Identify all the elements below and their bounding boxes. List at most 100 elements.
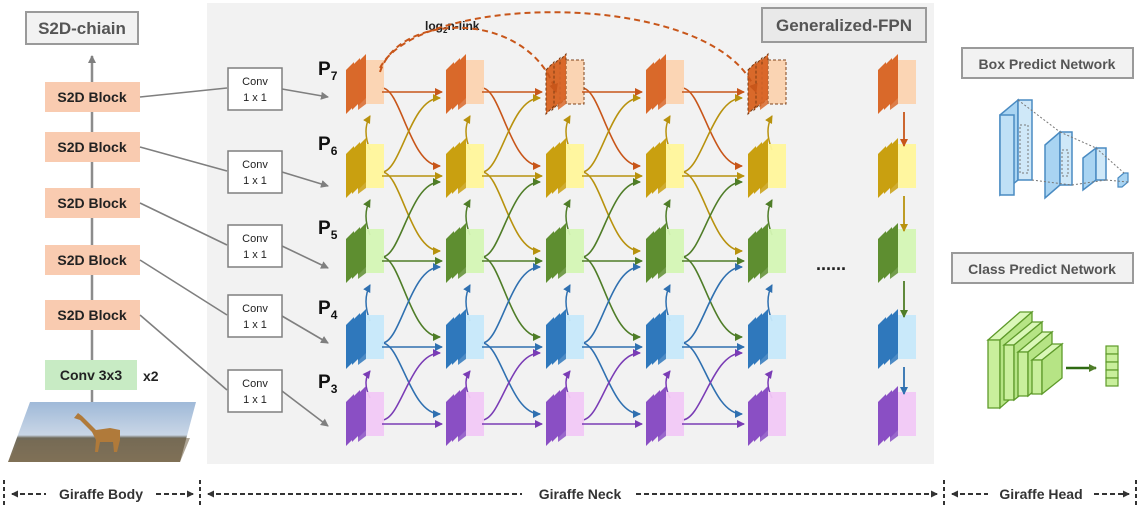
- s2d-block: S2D Block: [45, 245, 140, 275]
- conv-to-level-arrow: [281, 315, 329, 344]
- s2d-block: S2D Block: [45, 82, 140, 112]
- svg-text:Conv: Conv: [242, 233, 268, 245]
- cross-scale-arrow: [581, 87, 641, 170]
- cross-scale-arrow: [681, 87, 743, 170]
- svg-text:S2D Block: S2D Block: [57, 195, 126, 211]
- cross-scale-arrow: [681, 349, 743, 421]
- svg-text:S2D Block: S2D Block: [57, 307, 126, 323]
- feature-node-p3: [646, 386, 684, 446]
- svg-text:Conv: Conv: [242, 76, 268, 88]
- cross-scale-arrow: [581, 171, 641, 255]
- feature-node-p5: [878, 223, 916, 283]
- generalized-fpn-title: Generalized-FPN: [776, 16, 912, 35]
- feature-node-p5: [748, 223, 786, 283]
- box-predict-title-box: [961, 47, 1134, 79]
- box-predict-network-icon: [999, 98, 1129, 200]
- feature-node-p4: [446, 309, 484, 369]
- feature-node-p5: [646, 223, 684, 283]
- cross-scale-arrow: [581, 342, 641, 418]
- conv-to-level-arrow: [281, 390, 329, 427]
- conv1x1-box: Conv 1 x 1: [227, 67, 283, 111]
- feature-node-p6: [546, 138, 584, 198]
- giraffe-body-label: Giraffe Body: [59, 486, 143, 502]
- cross-scale-arrow: [581, 349, 641, 421]
- level-label-p5: P5: [318, 218, 338, 242]
- feature-node-p4: [346, 309, 384, 369]
- svg-text:1 x 1: 1 x 1: [243, 249, 267, 261]
- body-to-conv-arrow: [139, 146, 228, 172]
- cross-scale-arrow: [381, 263, 441, 344]
- cross-scale-arrow: [681, 342, 743, 418]
- class-predict-title-box: [951, 252, 1134, 284]
- cross-scale-arrow: [581, 263, 641, 344]
- svg-text:S2D Block: S2D Block: [57, 89, 126, 105]
- conv-to-level-arrow: [281, 245, 329, 269]
- feature-node-p5: [346, 223, 384, 283]
- input-giraffe-photo: [8, 402, 196, 462]
- feature-node-p6: [646, 138, 684, 198]
- conv1x1-box: Conv 1 x 1: [227, 294, 283, 338]
- body-to-conv-arrow: [139, 87, 228, 98]
- cross-scale-arrow: [381, 342, 441, 418]
- same-scale-connections: [382, 88, 908, 428]
- generalized-fpn-title-box: [761, 7, 927, 43]
- class-predict-network-icon: [986, 310, 1119, 410]
- cross-scale-arrow: [481, 342, 541, 418]
- stem-repeat-label: x2: [143, 368, 159, 384]
- conv3x3-stem-block: Conv 3x3: [45, 360, 137, 390]
- svg-text:S2D Block: S2D Block: [57, 139, 126, 155]
- feature-node-p5: [446, 223, 484, 283]
- giraffe-head-section: Box Predict Network Class Predict Networ…: [951, 47, 1134, 410]
- feature-node-p7: [747, 52, 787, 116]
- svg-text:Conv: Conv: [242, 378, 268, 390]
- feature-node-p3: [446, 386, 484, 446]
- level-label-p4: P4: [318, 298, 338, 322]
- cross-scale-arrow: [681, 171, 743, 255]
- feature-node-p7: [878, 54, 916, 114]
- cross-scale-arrow: [481, 349, 541, 421]
- cross-scale-arrow: [381, 94, 441, 173]
- feature-node-p4: [646, 309, 684, 369]
- cross-scale-arrow: [381, 178, 441, 258]
- cross-scale-arrow: [681, 178, 743, 258]
- footer-section-labels: Giraffe Body Giraffe Neck Giraffe Head: [3, 480, 1137, 508]
- giraffe-neck-label: Giraffe Neck: [539, 486, 622, 502]
- svg-text:1 x 1: 1 x 1: [243, 175, 267, 187]
- cross-scale-arrow: [481, 256, 541, 341]
- feature-node-p6: [878, 138, 916, 198]
- class-predict-title: Class Predict Network: [968, 261, 1116, 277]
- cross-scale-arrow: [481, 178, 541, 258]
- level-label-p3: P3: [318, 372, 338, 396]
- cross-scale-arrow: [581, 94, 641, 173]
- box-predict-title: Box Predict Network: [979, 56, 1116, 72]
- cross-scale-arrow: [681, 94, 743, 173]
- s2d-block: S2D Block: [45, 132, 140, 162]
- cross-scale-arrow: [481, 171, 541, 255]
- feature-node-p6: [748, 138, 786, 198]
- conv-to-level-arrow: [281, 171, 329, 188]
- body-to-conv-arrow: [139, 259, 228, 316]
- cross-scale-arrow: [381, 349, 441, 421]
- s2d-block: S2D Block: [45, 300, 140, 330]
- level-label-p6: P6: [318, 134, 338, 158]
- conv1x1-box: Conv 1 x 1: [227, 224, 283, 268]
- ellipsis-label: ......: [816, 254, 846, 274]
- svg-text:Conv 3x3: Conv 3x3: [60, 367, 122, 383]
- cross-scale-arrow: [381, 87, 441, 170]
- body-to-conv-arrow: [139, 314, 228, 391]
- giraffe-head-label: Giraffe Head: [999, 486, 1082, 502]
- feature-node-p7: [646, 54, 684, 114]
- cross-scale-arrow: [681, 256, 743, 341]
- svg-text:Conv: Conv: [242, 303, 268, 315]
- svg-text:1 x 1: 1 x 1: [243, 319, 267, 331]
- cross-scale-arrow: [481, 87, 541, 170]
- level-label-p7: P7: [318, 59, 338, 83]
- s2d-chain-title-box: [25, 11, 139, 45]
- svg-text:S2D Block: S2D Block: [57, 252, 126, 268]
- feature-node-p7: [446, 54, 484, 114]
- feature-nodes: [346, 52, 916, 446]
- svg-text:1 x 1: 1 x 1: [243, 92, 267, 104]
- feature-node-p3: [878, 386, 916, 446]
